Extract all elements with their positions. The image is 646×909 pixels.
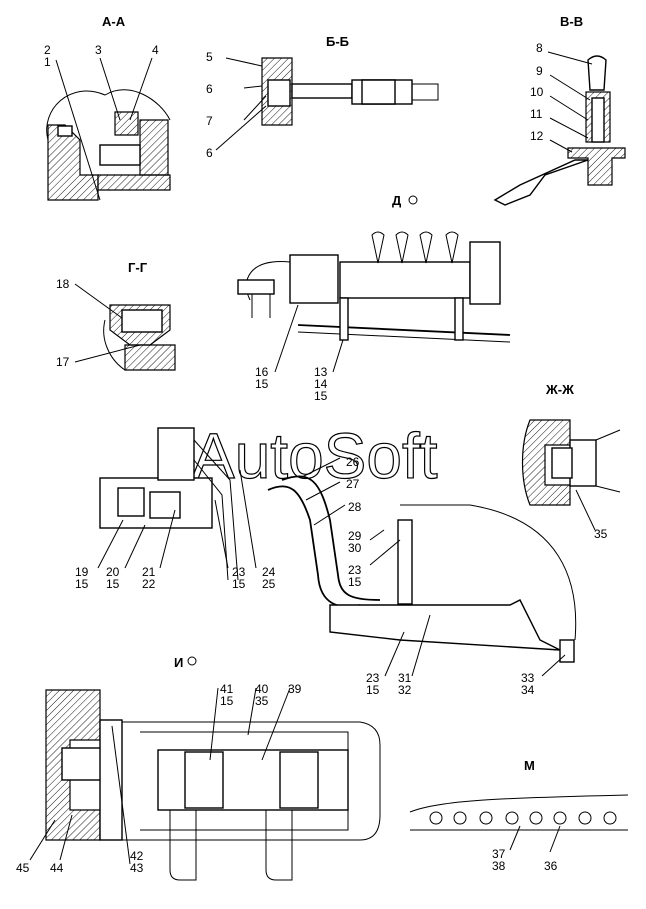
callout-vv-4: 12	[530, 129, 544, 143]
callout-main-15: 24	[262, 565, 276, 579]
view-i: И 41 15 40 35 39 42 43 45 44	[16, 655, 381, 881]
callout-main-2: 28	[348, 500, 362, 514]
callout-main-22: 34	[521, 683, 535, 697]
callout-bb-1: 6	[206, 82, 213, 96]
main-assembly: 26 27 28 29 30 23 15 19 15 20 15 21 22 2…	[75, 427, 577, 697]
callout-m-0: 37	[492, 847, 506, 861]
callout-main-19: 31	[398, 671, 412, 685]
callout-i-2: 40	[255, 682, 269, 696]
callout-main-1: 27	[346, 477, 360, 491]
section-aa-title: А-А	[102, 14, 126, 29]
callout-m-1: 38	[492, 859, 506, 873]
callout-main-3: 29	[348, 529, 362, 543]
callout-main-13: 23	[232, 565, 246, 579]
callout-d-3: 14	[314, 377, 328, 391]
callout-main-6: 15	[348, 575, 362, 589]
callout-i-3: 35	[255, 694, 269, 708]
callout-main-20: 32	[398, 683, 412, 697]
section-zhzh-view: Ж-Ж 35	[521, 382, 621, 541]
callout-m-2: 36	[544, 859, 558, 873]
callout-i-6: 43	[130, 861, 144, 875]
callout-gg-1: 17	[56, 355, 70, 369]
callout-aa-2: 3	[95, 43, 102, 57]
callout-zhzh-0: 35	[594, 527, 608, 541]
callout-d-0: 16	[255, 365, 269, 379]
callout-main-12: 22	[142, 577, 156, 591]
callout-bb-3: 6	[206, 146, 213, 160]
callout-aa-1: 1	[44, 55, 51, 69]
callout-main-10: 15	[106, 577, 120, 591]
section-vv-view: В-В 8 9 10 11 12	[493, 14, 626, 206]
view-d: Д 16 15 13 14 15	[237, 193, 511, 403]
callout-vv-1: 9	[536, 64, 543, 78]
callout-vv-2: 10	[530, 85, 544, 99]
callout-i-4: 39	[288, 682, 302, 696]
callout-main-5: 23	[348, 563, 362, 577]
callout-bb-0: 5	[206, 50, 213, 64]
callout-vv-0: 8	[536, 41, 543, 55]
watermark-text: AutoSoft	[192, 420, 438, 492]
callout-main-18: 15	[366, 683, 380, 697]
view-m: М 37 38 36	[409, 758, 629, 873]
section-aa-view: А-А 2 1 3 4	[44, 14, 171, 201]
callout-main-14: 15	[232, 577, 246, 591]
callout-aa-0: 2	[44, 43, 51, 57]
callout-main-17: 23	[366, 671, 380, 685]
section-gg-view: Г-Г 18 17	[56, 260, 176, 371]
section-zhzh-title: Ж-Ж	[545, 382, 574, 397]
section-bb-view: Б-Б 5 6 7 6	[206, 34, 439, 160]
view-m-title: М	[524, 758, 535, 773]
callout-i-5: 42	[130, 849, 144, 863]
callout-main-21: 33	[521, 671, 535, 685]
callout-d-2: 13	[314, 365, 328, 379]
callout-i-1: 15	[220, 694, 234, 708]
callout-bb-2: 7	[206, 114, 213, 128]
callout-gg-0: 18	[56, 277, 70, 291]
view-d-title: Д	[392, 193, 402, 208]
section-gg-title: Г-Г	[128, 260, 148, 275]
section-bb-title: Б-Б	[326, 34, 349, 49]
callout-d-1: 15	[255, 377, 269, 391]
callout-vv-3: 11	[530, 107, 543, 121]
callout-main-0: 26	[346, 455, 360, 469]
callout-main-9: 20	[106, 565, 120, 579]
callout-i-0: 41	[220, 682, 234, 696]
callout-main-8: 15	[75, 577, 89, 591]
view-i-title: И	[174, 655, 183, 670]
callout-d-4: 15	[314, 389, 328, 403]
callout-aa-3: 4	[152, 43, 159, 57]
callout-main-11: 21	[142, 565, 156, 579]
callout-i-8: 44	[50, 861, 64, 875]
callout-main-16: 25	[262, 577, 276, 591]
callout-main-4: 30	[348, 541, 362, 555]
callout-i-7: 45	[16, 861, 30, 875]
callout-main-7: 19	[75, 565, 89, 579]
section-vv-title: В-В	[560, 14, 583, 29]
